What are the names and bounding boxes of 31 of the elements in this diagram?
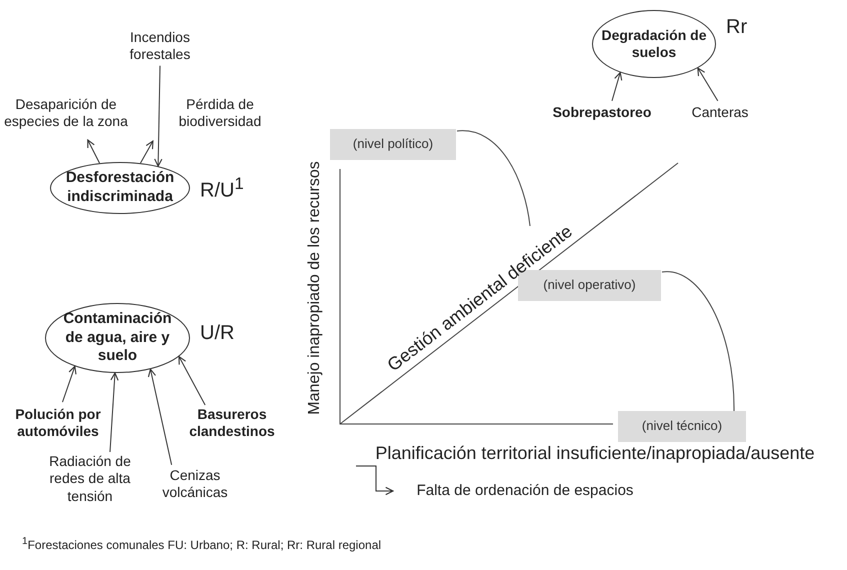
text-label: Falta de ordenación de espacios [395,480,655,502]
arrow [140,140,154,164]
arrow [62,366,76,403]
text-label: Desaparición de especies de la zona [2,95,130,131]
arrow [356,466,394,496]
text-label: Polución por automóviles [2,405,114,441]
footnote: $^{1}$Forestaciones comunales FU: Urbano; R: Rural; Rr: Rural regional [22,536,382,552]
arrow [178,356,206,406]
text-label: Basureros clandestinos [176,405,288,441]
text-label: Incendios forestales [110,28,210,64]
text-label: Pérdida de biodiversidad [165,95,275,131]
ellipse-node: Contaminación de agua, aire y suelo [45,303,190,373]
ellipse-node: Desforestación indiscriminada [50,162,190,214]
area-code-label: U/R [200,322,234,345]
arrow [110,372,119,452]
text-label: Sobrepastoreo [552,102,652,124]
arrow [148,368,172,466]
axis-title: Manejo inapropiado de los recursos [306,160,324,417]
area-code-label: Rr [726,16,748,39]
arrow [154,65,162,167]
arrow [697,68,718,102]
text-label: Cenizas volcánicas [150,466,240,502]
level-box: (nivel técnico) [618,411,746,442]
ellipse-node: Degradación de suelos [592,10,716,78]
arrow [87,139,100,164]
text-label: Planificación territorial insuficiente/inapropiada/ausente [345,440,845,466]
arrow [612,72,622,102]
text-label: Canteras [683,102,757,124]
area-code-label: R/U$^{1}$ [200,174,244,203]
level-box: (nivel político) [330,129,456,160]
text-label: Radiación de redes de alta tensión [40,452,140,506]
